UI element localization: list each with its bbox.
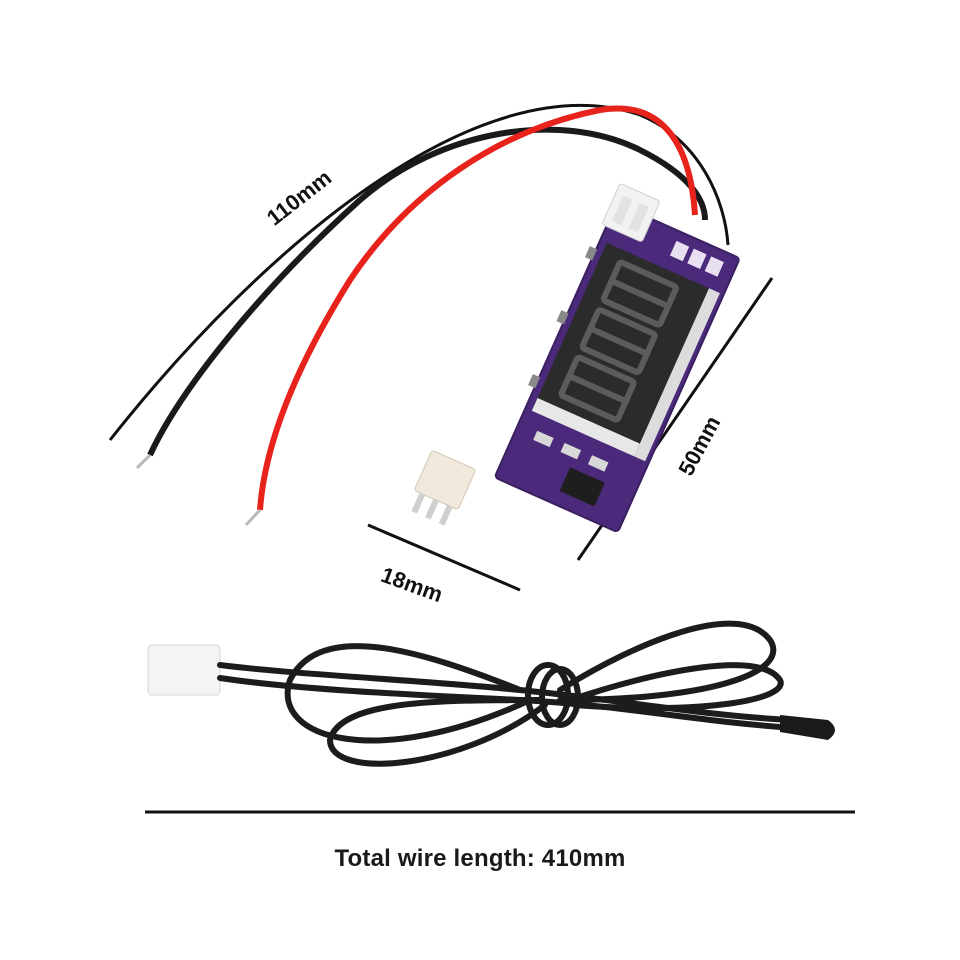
black-wire-tip (135, 453, 152, 470)
probe-tip (780, 715, 835, 740)
temperature-probe (147, 620, 835, 767)
power-connector (602, 183, 660, 242)
probe-connector-socket (411, 450, 476, 526)
wire-length-dimension-line (108, 103, 730, 441)
thermostat-board (494, 203, 740, 533)
probe-connector (147, 644, 221, 696)
black-wire (147, 126, 708, 457)
red-wire-tip (244, 508, 262, 527)
red-wire (257, 105, 698, 511)
total-wire-length-label: Total wire length: 410mm (334, 845, 626, 872)
ic-chip (559, 467, 605, 507)
board-width-dimension-line (367, 523, 521, 592)
